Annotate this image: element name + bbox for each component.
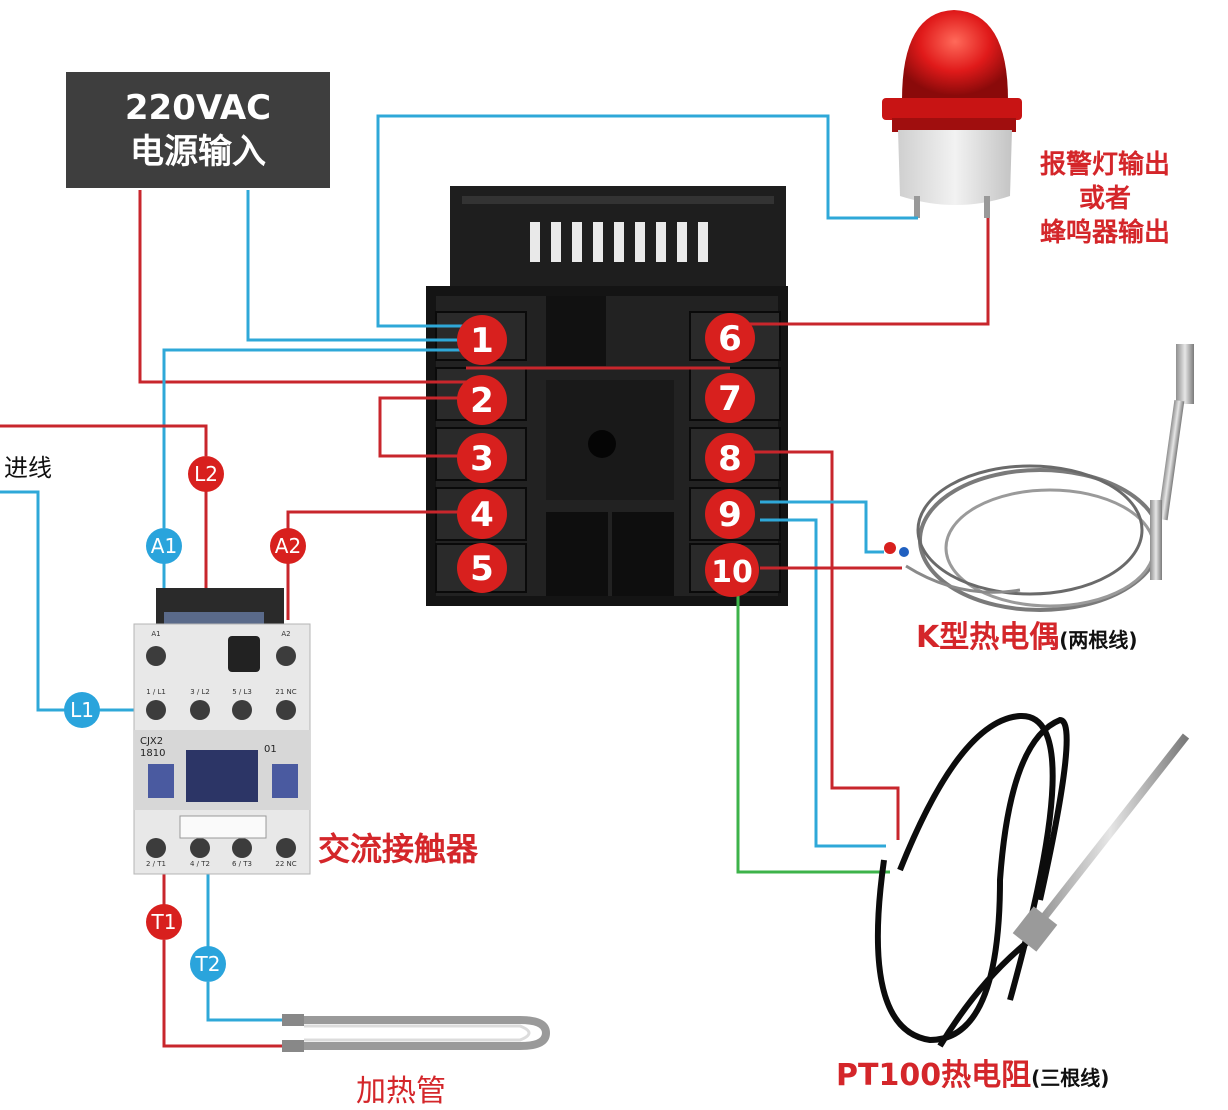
- terminal-1: [457, 315, 507, 365]
- terminal-1-label: 1: [470, 321, 494, 361]
- wire-a1-blue: [162, 348, 466, 528]
- marker-l2: [188, 456, 224, 492]
- marker-t2: [190, 946, 226, 982]
- ac-contactor: 1 / L1 3 / L2 5 / L3 21 NC 2 / T1 4 / T2…: [133, 588, 311, 875]
- wire-9-blue-pt: [760, 518, 886, 848]
- power-voltage: 220VAC: [124, 88, 272, 128]
- wire-power-red: [138, 190, 466, 384]
- terminal-7: [705, 373, 755, 423]
- pt100-label: PT100热电阻(三根线): [836, 1050, 1109, 1094]
- contactor-model-2: 1810: [140, 748, 165, 759]
- marker-t1-label: T1: [151, 910, 177, 934]
- contactor-contact-code: 01: [264, 744, 277, 755]
- contactor-coil-a1: A1: [151, 630, 160, 638]
- terminal-8: [705, 433, 755, 483]
- terminal-7-label: 7: [718, 379, 742, 419]
- incoming-label: 进线: [4, 454, 52, 482]
- marker-a1-label: A1: [151, 534, 177, 558]
- contactor-terminal-top-3: 5 / L3: [232, 688, 252, 696]
- marker-l2-label: L2: [194, 462, 218, 486]
- heater-tube-icon: [282, 1014, 551, 1052]
- pt100-label-note: (三根线): [1031, 1066, 1110, 1090]
- terminal-10-label: 10: [711, 555, 753, 590]
- contactor-terminal-bottom-4: 22 NC: [275, 860, 296, 868]
- terminal-8-label: 8: [718, 439, 742, 479]
- terminal-2-label: 2: [470, 381, 494, 421]
- terminal-5: [457, 543, 507, 593]
- terminal-6-label: 6: [718, 319, 742, 359]
- contactor-terminal-bottom-1: 2 / T1: [146, 860, 166, 868]
- wire-a2-red: [286, 510, 466, 532]
- alarm-line-2: 或者: [1078, 184, 1131, 214]
- power-caption: 电源输入: [130, 132, 266, 172]
- wire-alarm-red: [730, 218, 990, 326]
- terminal-4: [457, 489, 507, 539]
- contactor-label: 交流接触器: [318, 830, 479, 868]
- alarm-line-1: 报警灯输出: [1039, 150, 1170, 180]
- pt100-sensor-icon: [874, 712, 1190, 1048]
- wire-l2-red: [0, 424, 208, 456]
- controller-terminals: 1 2 3 4 5 6 7 8 9 10: [457, 313, 759, 597]
- marker-a2-label: A2: [275, 534, 301, 558]
- contactor-terminal-top-1: 1 / L1: [146, 688, 166, 696]
- thermocouple-label: K型热电偶(两根线): [916, 612, 1138, 656]
- contactor-terminal-bottom-3: 6 / T3: [232, 860, 252, 868]
- wire-alarm-blue: [376, 114, 918, 328]
- wires: [0, 114, 990, 1048]
- alarm-output-label: 报警灯输出 或者 蜂鸣器输出: [1022, 148, 1188, 250]
- wire-t1-red: [162, 940, 282, 1048]
- k-thermocouple-icon: [884, 344, 1194, 612]
- contactor-terminal-bottom-2: 4 / T2: [190, 860, 210, 868]
- thermocouple-label-main: K型热电偶: [916, 620, 1060, 655]
- contactor-terminal-top-2: 3 / L2: [190, 688, 210, 696]
- wire-power-blue: [246, 190, 466, 342]
- marker-a2: [270, 528, 306, 564]
- marker-a1: [146, 528, 182, 564]
- marker-t1: [146, 904, 182, 940]
- terminal-2: [457, 375, 507, 425]
- contactor-model-1: CJX2: [140, 736, 163, 747]
- wire-9-blue-tc: [760, 500, 884, 554]
- alarm-lamp-icon: [882, 10, 1022, 218]
- wire-t2-blue: [206, 982, 282, 1022]
- terminal-5-label: 5: [470, 549, 494, 589]
- wire-10-green: [736, 590, 890, 874]
- terminal-3-label: 3: [470, 439, 494, 479]
- alarm-line-3: 蜂鸣器输出: [1039, 218, 1170, 248]
- marker-t2-label: T2: [195, 952, 221, 976]
- terminal-3: [457, 433, 507, 483]
- contactor-terminal-top-4: 21 NC: [275, 688, 296, 696]
- heater-label: 加热管: [356, 1074, 446, 1109]
- marker-l1-label: L1: [70, 698, 94, 722]
- terminal-9-label: 9: [718, 495, 742, 535]
- terminal-6: [705, 313, 755, 363]
- terminal-9: [705, 489, 755, 539]
- terminal-4-label: 4: [470, 495, 494, 535]
- thermocouple-label-note: (两根线): [1059, 628, 1138, 652]
- wire-8-red: [730, 450, 900, 840]
- marker-l1: [64, 692, 100, 728]
- pt100-label-main: PT100热电阻: [836, 1058, 1032, 1093]
- power-input-box: 220VAC 电源输入: [66, 72, 330, 188]
- wire-jumper-2-3: [378, 396, 466, 458]
- wire-l1-blue: [0, 490, 66, 712]
- contactor-coil-a2: A2: [281, 630, 290, 638]
- terminal-10: [705, 543, 759, 597]
